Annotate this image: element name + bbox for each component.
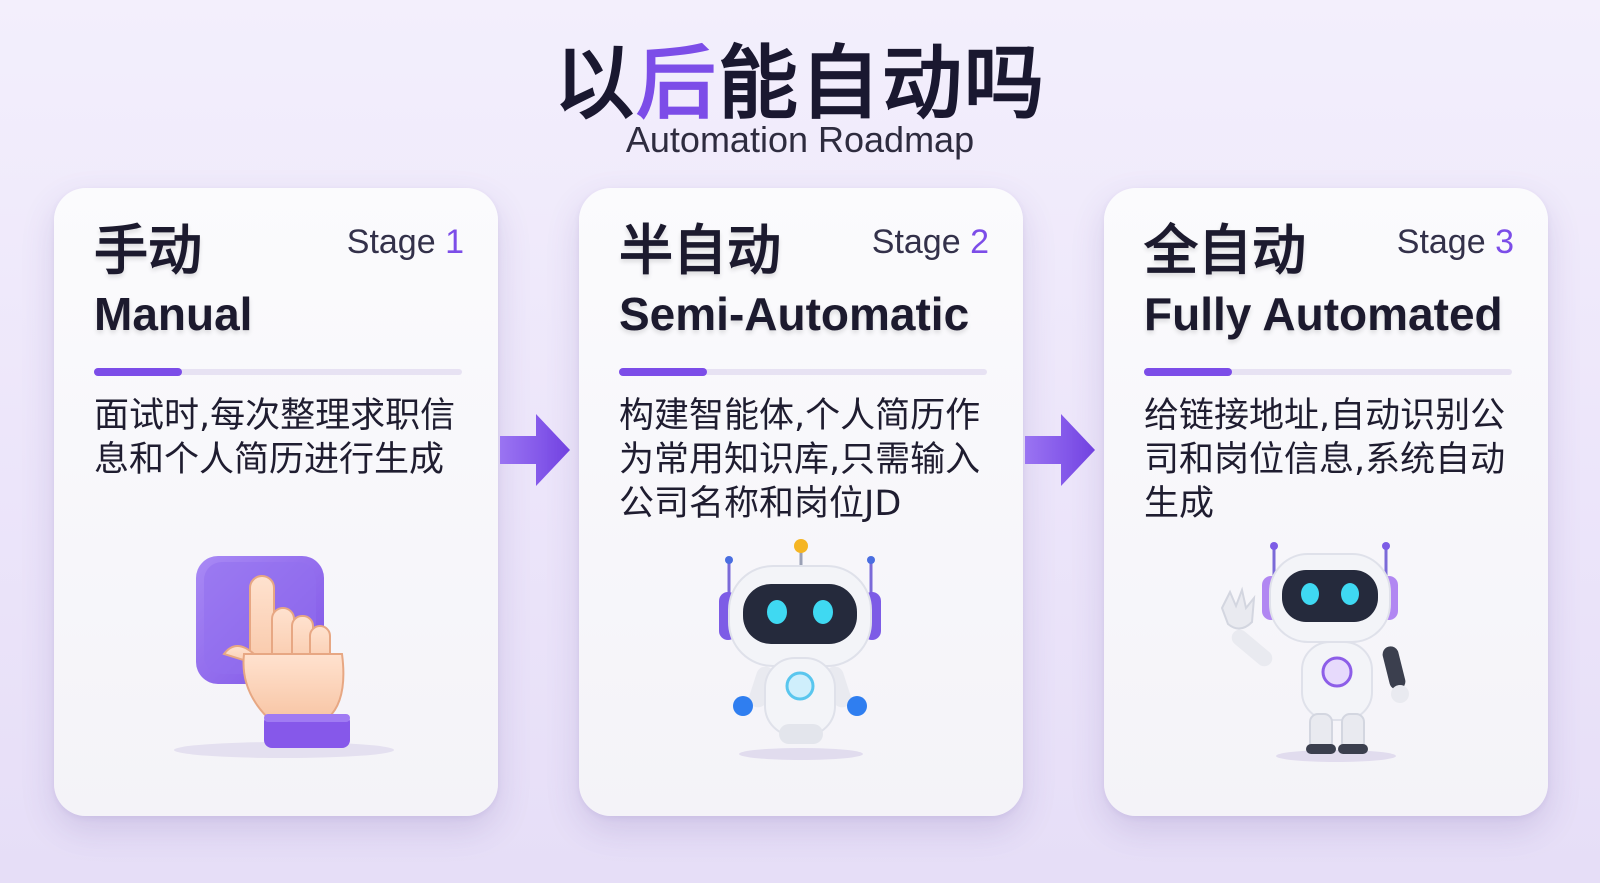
card-title-en: Fully Automated bbox=[1144, 288, 1503, 340]
card-description: 给链接地址,自动识别公司和岗位信息,系统自动生成 bbox=[1144, 396, 1506, 524]
stage-card-semi-automatic: Stage 2 半自动 Semi-Automatic 构建智能体,个人简历作为常… bbox=[579, 188, 1023, 816]
progress-accent bbox=[1144, 368, 1232, 376]
card-title-cn: 半自动 bbox=[619, 219, 781, 282]
page-title: 以后能自动吗 bbox=[0, 34, 1600, 134]
title-highlight: 后 bbox=[636, 37, 718, 130]
arrow-right-icon bbox=[1025, 414, 1095, 486]
robot-icon bbox=[719, 539, 881, 760]
stage-card-fully-automated: Stage 3 全自动 Fully Automated 给链接地址,自动识别公司… bbox=[1104, 188, 1548, 816]
progress-accent bbox=[619, 368, 707, 376]
stage-word: Stage bbox=[346, 223, 436, 261]
progress-track bbox=[619, 369, 987, 375]
card-title-cn: 全自动 bbox=[1144, 219, 1306, 282]
arrow-right-icon bbox=[500, 414, 570, 486]
card-description: 面试时,每次整理求职信息和个人简历进行生成 bbox=[94, 396, 456, 480]
stage-word: Stage bbox=[871, 223, 961, 261]
page-subtitle: Automation Roadmap bbox=[625, 119, 975, 160]
stage-label: Stage 2 bbox=[872, 222, 989, 262]
stage-number: 3 bbox=[1495, 223, 1514, 261]
progress-accent bbox=[94, 368, 182, 376]
stage-number: 2 bbox=[970, 223, 989, 261]
stage-label: Stage 1 bbox=[347, 222, 464, 262]
title-part-1: 以 bbox=[554, 37, 636, 130]
card-description: 构建智能体,个人简历作为常用知识库,只需输入公司名称和岗位JD bbox=[619, 396, 981, 524]
stage-card-manual: Stage 1 手动 Manual 面试时,每次整理求职信息和个人简历进行生成 bbox=[54, 188, 498, 816]
stage-number: 1 bbox=[445, 223, 464, 261]
card-title-cn: 手动 bbox=[94, 219, 202, 282]
stage-word: Stage bbox=[1396, 223, 1486, 261]
stage-label: Stage 3 bbox=[1397, 222, 1514, 262]
hand-pressing-button-icon bbox=[174, 556, 394, 758]
card-title-en: Manual bbox=[94, 288, 253, 340]
title-part-2: 能自动吗 bbox=[718, 37, 1046, 130]
waving-robot-icon bbox=[1220, 542, 1409, 762]
progress-track bbox=[1144, 369, 1512, 375]
progress-track bbox=[94, 369, 462, 375]
card-title-en: Semi-Automatic bbox=[619, 288, 970, 340]
